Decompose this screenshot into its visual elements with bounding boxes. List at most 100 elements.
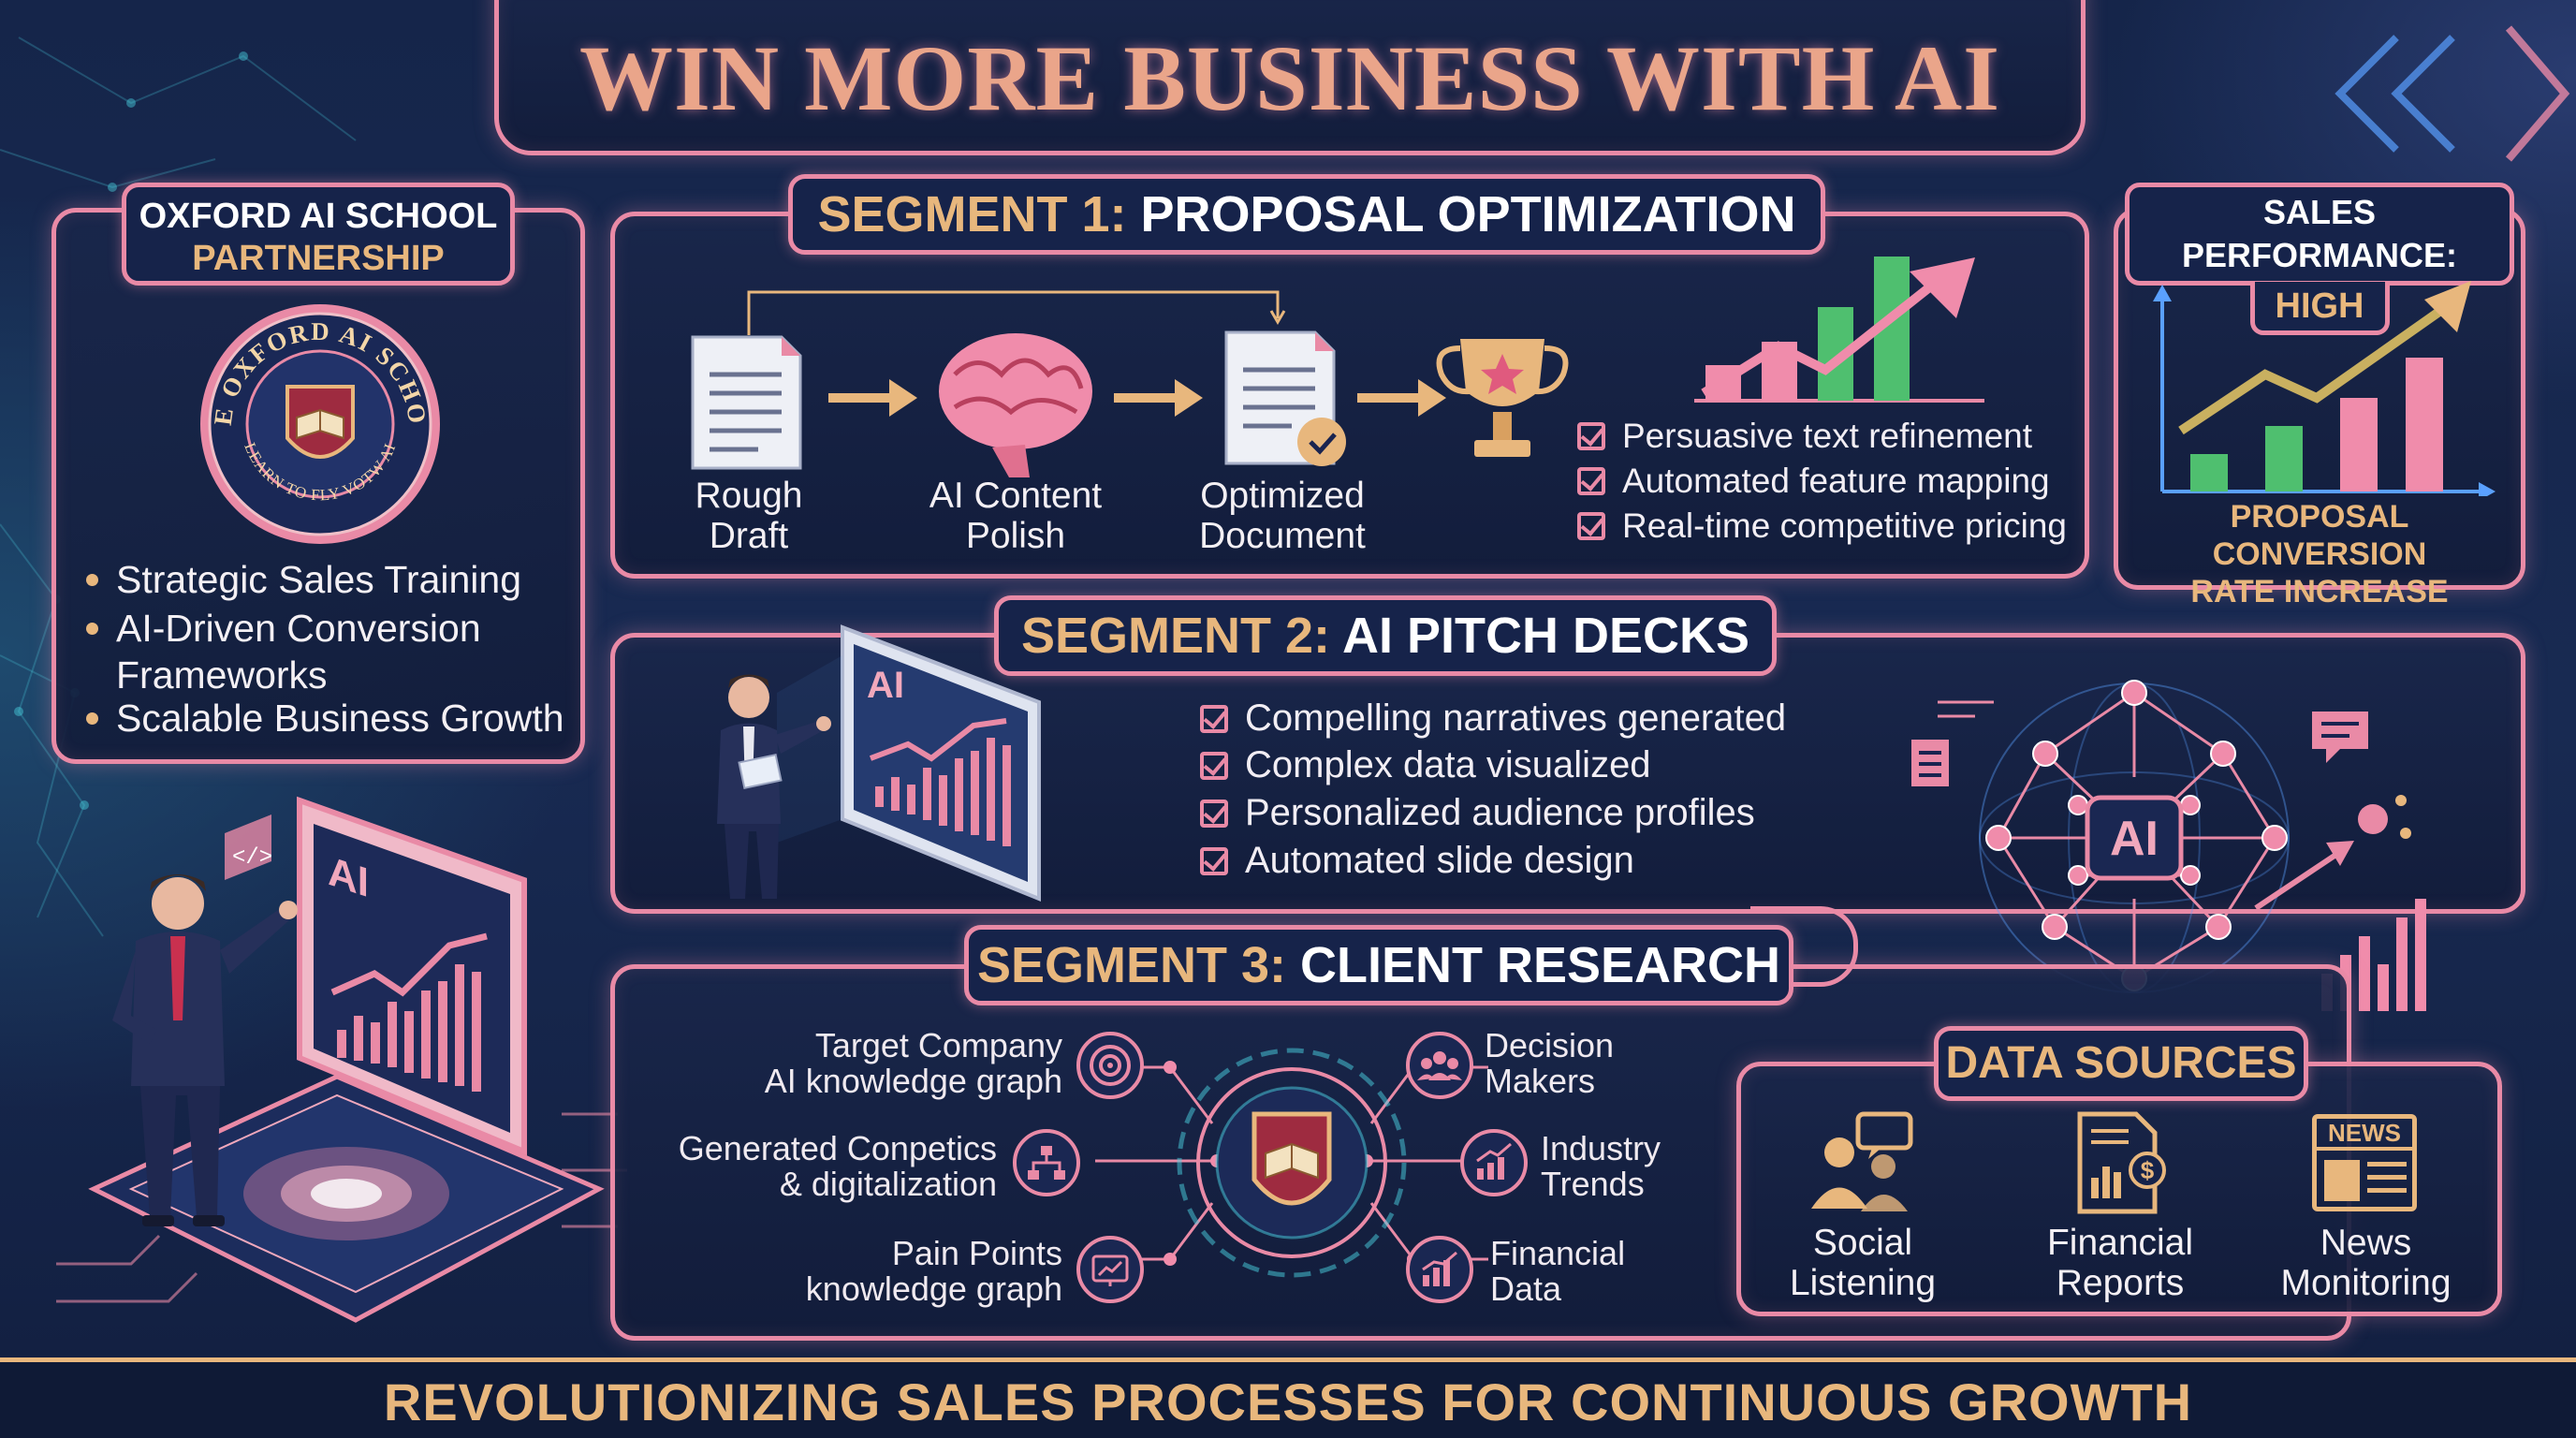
segment1-check: Automated feature mapping bbox=[1577, 459, 2050, 504]
partnership-heading-line1: OXFORD AI SCHOOL bbox=[139, 197, 498, 236]
item-line2: & digitalization bbox=[779, 1165, 997, 1203]
sales-performance-heading: SALES PERFORMANCE: HIGH bbox=[2125, 183, 2514, 335]
client-research-hub-diagram bbox=[1095, 1048, 1488, 1278]
segment2-tag-prefix: SEGMENT 2: bbox=[1020, 608, 1330, 664]
sales-performance-caption: PROPOSAL CONVERSION RATE INCREASE bbox=[2120, 498, 2519, 610]
checkbox-icon bbox=[1577, 422, 1605, 450]
target-icon bbox=[1076, 1032, 1144, 1099]
step-rough-draft-label: Rough Draft bbox=[695, 476, 803, 556]
rough-draft-doc-icon bbox=[691, 335, 802, 470]
check-text: Complex data visualized bbox=[1245, 744, 1651, 785]
segment2-tag: SEGMENT 2: AI PITCH DECKS bbox=[994, 595, 1777, 676]
sales-performance-heading-line1: SALES PERFORMANCE: bbox=[2125, 183, 2514, 286]
partnership-heading-line2: PARTNERSHIP bbox=[192, 239, 445, 278]
check-text: Compelling narratives generated bbox=[1245, 697, 1787, 739]
segment2-presenter-illustration: AI bbox=[717, 624, 1041, 902]
checkbox-icon bbox=[1577, 512, 1605, 540]
segment3-tag-title: CLIENT RESEARCH bbox=[1300, 937, 1781, 993]
footer-bar: REVOLUTIONIZING SALES PROCESSES FOR CONT… bbox=[0, 1357, 2576, 1438]
check-text: Automated slide design bbox=[1245, 840, 1634, 881]
segment1-flow-diagram bbox=[691, 290, 1569, 477]
item-line2: Makers bbox=[1485, 1062, 1596, 1100]
check-text: Personalized audience profiles bbox=[1245, 792, 1755, 833]
caption-line1: PROPOSAL CONVERSION bbox=[2212, 499, 2427, 572]
segment1-tag: SEGMENT 1: PROPOSAL OPTIMIZATION bbox=[788, 174, 1825, 255]
data-source-social-listening: Social Listening bbox=[1760, 1223, 1966, 1303]
social-listening-icon bbox=[1811, 1111, 1913, 1211]
segment2-check: Personalized audience profiles bbox=[1200, 789, 1755, 836]
segment3-tag-connector bbox=[1750, 906, 1858, 987]
item-line2: AI knowledge graph bbox=[764, 1062, 1062, 1100]
checkbox-icon bbox=[1577, 467, 1605, 495]
checkbox-icon bbox=[1200, 847, 1228, 875]
news-monitoring-icon: NEWS bbox=[2312, 1114, 2417, 1211]
news-badge: NEWS bbox=[2317, 1119, 2412, 1151]
data-source-financial-reports: Financial Reports bbox=[2022, 1223, 2218, 1303]
title-banner: WIN MORE BUSINESS WITH AI bbox=[494, 0, 2086, 155]
financial-data-icon bbox=[1406, 1236, 1473, 1303]
item-line1: Financial bbox=[2046, 1223, 2194, 1263]
item-line1: News bbox=[2320, 1223, 2412, 1263]
item-line2: Trends bbox=[1541, 1165, 1645, 1203]
oxford-seal-logo: THE OXFORD AI SCHOOL LEARN TO FLY VOTW A… bbox=[194, 298, 440, 544]
segment3-tag-prefix: SEGMENT 3: bbox=[976, 937, 1286, 993]
item-line2: Monitoring bbox=[2280, 1263, 2452, 1303]
pitch-deck-ai-label: AI bbox=[867, 665, 904, 706]
check-text: Automated feature mapping bbox=[1622, 462, 2050, 500]
step-ai-content-polish-label: AI Content Polish bbox=[929, 476, 1103, 556]
step-optimized-document-label: Optimized Document bbox=[1199, 476, 1366, 556]
footer-tagline: REVOLUTIONIZING SALES PROCESSES FOR CONT… bbox=[383, 1372, 2193, 1431]
segment1-tag-prefix: SEGMENT 1: bbox=[817, 186, 1127, 242]
brain-icon bbox=[939, 333, 1092, 477]
check-text: Persuasive text refinement bbox=[1622, 417, 2033, 455]
trophy-icon bbox=[1436, 339, 1569, 457]
data-source-news-monitoring: News Monitoring bbox=[2256, 1223, 2476, 1303]
research-item-decision-makers: Decision Makers bbox=[1485, 1028, 1690, 1099]
decision-makers-icon bbox=[1406, 1032, 1473, 1099]
sales-performance-level: HIGH bbox=[2249, 282, 2390, 335]
segment2-check: Compelling narratives generated bbox=[1200, 695, 1786, 741]
analytics-screen-icon bbox=[1076, 1236, 1144, 1303]
checkbox-icon bbox=[1200, 705, 1228, 733]
item-line1: Pain Points bbox=[891, 1234, 1062, 1272]
presenter-monitor-illustration: AI </> bbox=[56, 796, 627, 1323]
research-item-industry-trends: Industry Trends bbox=[1541, 1131, 1728, 1202]
industry-trends-icon bbox=[1460, 1129, 1528, 1196]
caption-line2: RATE INCREASE bbox=[2190, 574, 2449, 609]
segment1-check: Persuasive text refinement bbox=[1577, 414, 2032, 459]
segment2-tag-title: AI PITCH DECKS bbox=[1342, 608, 1750, 664]
checkbox-icon bbox=[1200, 800, 1228, 828]
research-item-target-company: Target Company AI knowledge graph bbox=[711, 1028, 1062, 1099]
network-ai-label: AI bbox=[2110, 812, 2159, 866]
partnership-bullet: Scalable Business Growth bbox=[86, 695, 575, 741]
segment1-check: Real-time competitive pricing bbox=[1577, 504, 2067, 549]
hierarchy-icon bbox=[1013, 1129, 1080, 1196]
sales-performance-chart bbox=[2153, 281, 2496, 496]
research-item-pain-points: Pain Points knowledge graph bbox=[711, 1236, 1062, 1307]
item-line1: Social bbox=[1812, 1223, 1913, 1263]
item-line1: Target Company bbox=[814, 1026, 1062, 1064]
segment2-check: Automated slide design bbox=[1200, 837, 1634, 884]
checkbox-icon bbox=[1200, 752, 1228, 780]
optimized-doc-icon bbox=[1224, 330, 1346, 466]
item-line1: Decision bbox=[1485, 1026, 1615, 1064]
research-item-financial-data: Financial Data bbox=[1490, 1236, 1696, 1307]
item-line2: knowledge graph bbox=[805, 1269, 1062, 1308]
segment1-growth-bars bbox=[1694, 257, 1984, 403]
research-item-generated-conpetics: Generated Conpetics & digitalization bbox=[655, 1131, 997, 1202]
data-sources-heading: DATA SOURCES bbox=[1934, 1026, 2308, 1101]
partnership-bullet: Strategic Sales Training bbox=[86, 556, 565, 603]
partnership-heading: OXFORD AI SCHOOL PARTNERSHIP bbox=[122, 183, 515, 286]
check-text: Real-time competitive pricing bbox=[1622, 506, 2068, 545]
item-line2: Reports bbox=[2056, 1263, 2185, 1303]
item-line1: Industry bbox=[1541, 1129, 1661, 1167]
financial-reports-icon: $ bbox=[2077, 1111, 2166, 1214]
item-line2: Data bbox=[1490, 1269, 1562, 1308]
item-line2: Listening bbox=[1789, 1263, 1937, 1303]
segment1-tag-title: PROPOSAL OPTIMIZATION bbox=[1140, 186, 1796, 242]
item-line1: Generated Conpetics bbox=[678, 1129, 997, 1167]
ai-network-globe-illustration: AI bbox=[1911, 680, 2426, 1011]
page-title: WIN MORE BUSINESS WITH AI bbox=[578, 26, 2001, 130]
svg-text:</>: </> bbox=[232, 845, 272, 871]
item-line1: Financial bbox=[1490, 1234, 1626, 1272]
